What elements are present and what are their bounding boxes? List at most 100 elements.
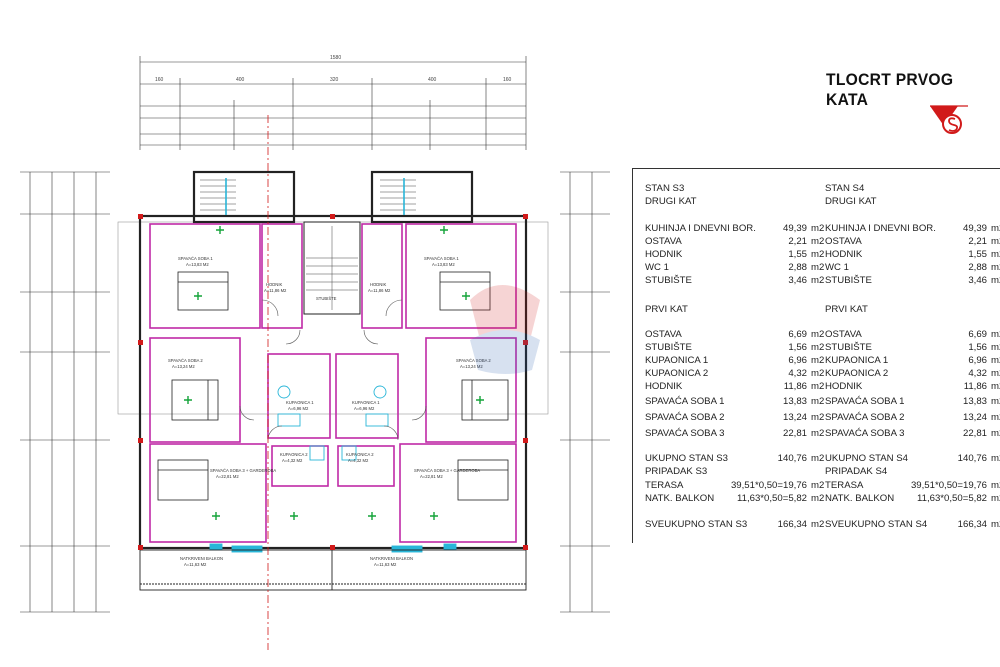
area-unit: m2 bbox=[991, 355, 1000, 366]
area-unit: m2 bbox=[991, 480, 1000, 491]
page-title: TLOCRT PRVOG KATA bbox=[826, 70, 954, 109]
area-unit: m2 bbox=[811, 381, 825, 392]
area-value: 11,86 bbox=[963, 381, 987, 392]
area-label: STUBIŠTE bbox=[825, 275, 872, 286]
area-value: 140,76 bbox=[957, 453, 987, 464]
area-unit: m2 bbox=[811, 519, 825, 530]
area-value: 6,69 bbox=[968, 329, 987, 340]
stairs bbox=[200, 179, 416, 310]
level-markers bbox=[184, 226, 484, 520]
area-label: TERASA bbox=[825, 480, 864, 491]
area-value: 1,56 bbox=[968, 342, 987, 353]
area-label: KUPAONICA 1 bbox=[645, 355, 709, 366]
area-label: OSTAVA bbox=[645, 236, 682, 247]
area-label: SPAVAĆA SOBA 2 bbox=[825, 412, 905, 423]
room-right-6-area: A=22,81 M2 bbox=[420, 474, 443, 479]
stair-label: STUBIŠTE bbox=[316, 296, 337, 301]
area-label: HODNIK bbox=[825, 381, 863, 392]
room-right-6-name: SPAVAĆA SOBA 3 + GARDEROBA bbox=[414, 468, 480, 473]
area-label: UKUPNO STAN S4 bbox=[825, 453, 908, 464]
bath-fixtures bbox=[209, 178, 457, 553]
area-value: 4,32 bbox=[788, 368, 807, 379]
area-value: 1,56 bbox=[788, 342, 807, 353]
drugi-kat-heading: DRUGI KAT bbox=[825, 196, 877, 207]
room-right-7-name: NATKRIVENI BALKON bbox=[370, 556, 413, 561]
room-right-2-area: A=11,86 M2 bbox=[368, 288, 391, 293]
room-right-3-area: A=13,24 M2 bbox=[460, 364, 483, 369]
area-value: 3,46 bbox=[968, 275, 987, 286]
area-unit: m2 bbox=[811, 412, 825, 423]
drugi-kat-heading: DRUGI KAT bbox=[645, 196, 697, 207]
area-unit: m2 bbox=[991, 519, 1000, 530]
prvi-kat-heading: PRVI KAT bbox=[645, 304, 688, 315]
area-label: OSTAVA bbox=[825, 236, 862, 247]
room-left-3-name: SPAVAĆA SOBA 2 bbox=[168, 358, 203, 363]
room-right-1-area: A=13,83 M2 bbox=[432, 262, 455, 267]
area-unit: m2 bbox=[991, 368, 1000, 379]
area-label: KUPAONICA 2 bbox=[645, 368, 709, 379]
area-label: SVEUKUPNO STAN S4 bbox=[825, 519, 928, 530]
room-left-6-area: A=22,81 M2 bbox=[216, 474, 239, 479]
area-value: 11,63*0,50=5,82 bbox=[917, 493, 987, 504]
furniture-beds bbox=[157, 271, 509, 501]
area-label: NATK. BALKON bbox=[645, 493, 715, 504]
company-logo-icon bbox=[930, 105, 968, 134]
area-unit: m2 bbox=[811, 493, 825, 504]
area-label: HODNIK bbox=[645, 249, 683, 260]
room-right-3-name: SPAVAĆA SOBA 2 bbox=[456, 358, 491, 363]
area-value: 6,69 bbox=[788, 329, 807, 340]
area-value: 2,88 bbox=[968, 262, 987, 273]
area-unit: m2 bbox=[991, 275, 1000, 286]
area-unit: m2 bbox=[811, 262, 825, 273]
area-unit: m2 bbox=[991, 262, 1000, 273]
pripadak-heading: PRIPADAK S3 bbox=[645, 466, 708, 477]
room-left-4-name: KUPAONICA 1 bbox=[286, 400, 314, 405]
area-unit: m2 bbox=[991, 342, 1000, 353]
area-value: 39,51*0,50=19,76 bbox=[910, 480, 987, 491]
area-label: STUBIŠTE bbox=[825, 342, 872, 353]
area-unit: m2 bbox=[811, 275, 825, 286]
dim-total: 1580 bbox=[330, 55, 341, 61]
dim-1: 160 bbox=[155, 77, 164, 83]
room-left-1-name: SPAVAĆA SOBA 1 bbox=[178, 256, 213, 261]
area-value: 2,21 bbox=[788, 236, 807, 247]
area-value: 1,55 bbox=[788, 249, 807, 260]
stan-title: STAN S4 bbox=[825, 183, 865, 194]
area-label: STUBIŠTE bbox=[645, 342, 692, 353]
central-stair-frame bbox=[303, 221, 361, 315]
area-unit: m2 bbox=[811, 342, 825, 353]
room-right-1-name: SPAVAĆA SOBA 1 bbox=[424, 256, 459, 261]
area-value: 49,39 bbox=[962, 223, 987, 234]
area-label: SVEUKUPNO STAN S3 bbox=[645, 519, 748, 530]
floor-plan: 1580 160 400 320 400 160 bbox=[20, 55, 610, 650]
room-right-2-name: HODNIK bbox=[370, 282, 386, 287]
area-unit: m2 bbox=[991, 412, 1000, 423]
area-label: WC 1 bbox=[825, 262, 849, 273]
area-label: KUPAONICA 1 bbox=[825, 355, 889, 366]
interior-walls bbox=[149, 223, 517, 543]
area-value: 2,21 bbox=[968, 236, 987, 247]
area-value: 39,51*0,50=19,76 bbox=[730, 480, 807, 491]
room-left-1-area: A=13,83 M2 bbox=[186, 262, 209, 267]
area-unit: m2 bbox=[811, 368, 825, 379]
room-right-5-area: A=4,32 M2 bbox=[348, 458, 369, 463]
area-value: 13,24 bbox=[782, 412, 807, 423]
area-unit: m2 bbox=[811, 428, 825, 439]
area-unit: m2 bbox=[991, 236, 1000, 247]
watermark-logo bbox=[470, 285, 540, 374]
area-unit: m2 bbox=[991, 249, 1000, 260]
area-unit: m2 bbox=[991, 223, 1000, 234]
stan-title: STAN S3 bbox=[645, 183, 685, 194]
area-label: HODNIK bbox=[645, 381, 683, 392]
area-value: 166,34 bbox=[777, 519, 807, 530]
room-left-7-area: A=11,63 M2 bbox=[184, 562, 207, 567]
area-value: 13,24 bbox=[962, 412, 987, 423]
room-left-6-name: SPAVAĆA SOBA 3 + GARDEROBA bbox=[210, 468, 276, 473]
area-label: HODNIK bbox=[825, 249, 863, 260]
area-label: NATK. BALKON bbox=[825, 493, 895, 504]
pripadak-heading: PRIPADAK S4 bbox=[825, 466, 888, 477]
area-value: 3,46 bbox=[788, 275, 807, 286]
room-left-2-name: HODNIK bbox=[266, 282, 282, 287]
area-label: SPAVAĆA SOBA 1 bbox=[825, 396, 905, 407]
dimension-lines-top bbox=[139, 56, 527, 150]
